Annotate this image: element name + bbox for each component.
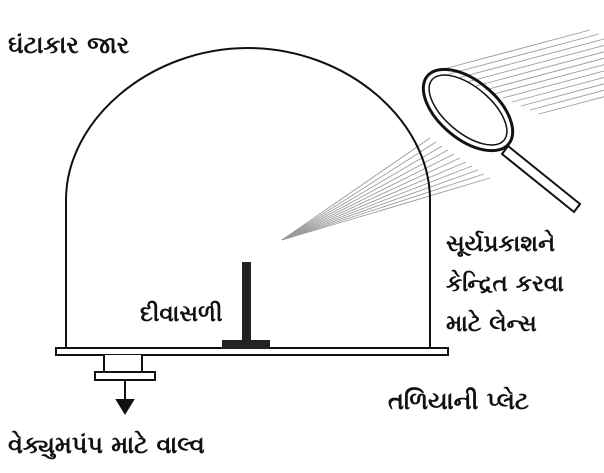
incoming-ray xyxy=(520,83,604,107)
incoming-sunlight-rays xyxy=(439,29,604,115)
converging-ray xyxy=(281,153,455,241)
converging-ray xyxy=(281,177,491,241)
base-plate xyxy=(55,347,449,356)
converging-ray xyxy=(281,145,443,241)
incoming-ray xyxy=(448,33,600,75)
incoming-ray xyxy=(439,29,591,71)
converging-ray xyxy=(281,165,473,241)
incoming-ray xyxy=(511,77,604,103)
arrow-down-icon xyxy=(115,399,135,415)
converging-ray xyxy=(281,161,467,241)
converging-ray xyxy=(281,141,437,241)
incoming-ray xyxy=(502,70,604,99)
incoming-ray xyxy=(457,38,604,79)
lens-label: સૂર્યપ્રકાશને કેન્દ્રિત કરવા માટે લેન્સ xyxy=(446,224,564,344)
lens-label-line-2: કેન્દ્રિત કરવા xyxy=(446,271,564,297)
sunlight-rays xyxy=(281,137,491,241)
incoming-ray xyxy=(493,64,604,95)
matchstick xyxy=(222,262,270,349)
converging-ray xyxy=(281,157,461,241)
magnifying-lens-icon xyxy=(421,67,582,214)
bell-jar-label: ઘંટાકાર જાર xyxy=(8,31,130,59)
lens-label-line-1: સૂર્યપ્રકાશને xyxy=(446,231,556,257)
converging-ray xyxy=(281,169,479,241)
vacuum-valve xyxy=(94,355,156,415)
focus-gap xyxy=(256,236,266,262)
incoming-ray xyxy=(475,51,604,87)
matchstick-label: દીવાસળી xyxy=(140,301,223,327)
incoming-ray xyxy=(529,89,604,111)
incoming-ray xyxy=(538,96,604,115)
vacuum-valve-label: વેક્યુમપંપ માટે વાલ્વ xyxy=(8,431,205,459)
converging-ray xyxy=(281,137,431,241)
bell-jar-outline xyxy=(65,46,431,352)
converging-ray xyxy=(281,149,449,241)
lens-label-line-3: માટે લેન્સ xyxy=(446,311,537,337)
converging-ray xyxy=(281,173,485,241)
incoming-ray xyxy=(484,57,604,91)
incoming-ray xyxy=(466,45,604,83)
base-plate-label: તળિયાની પ્લેટ xyxy=(388,387,529,415)
